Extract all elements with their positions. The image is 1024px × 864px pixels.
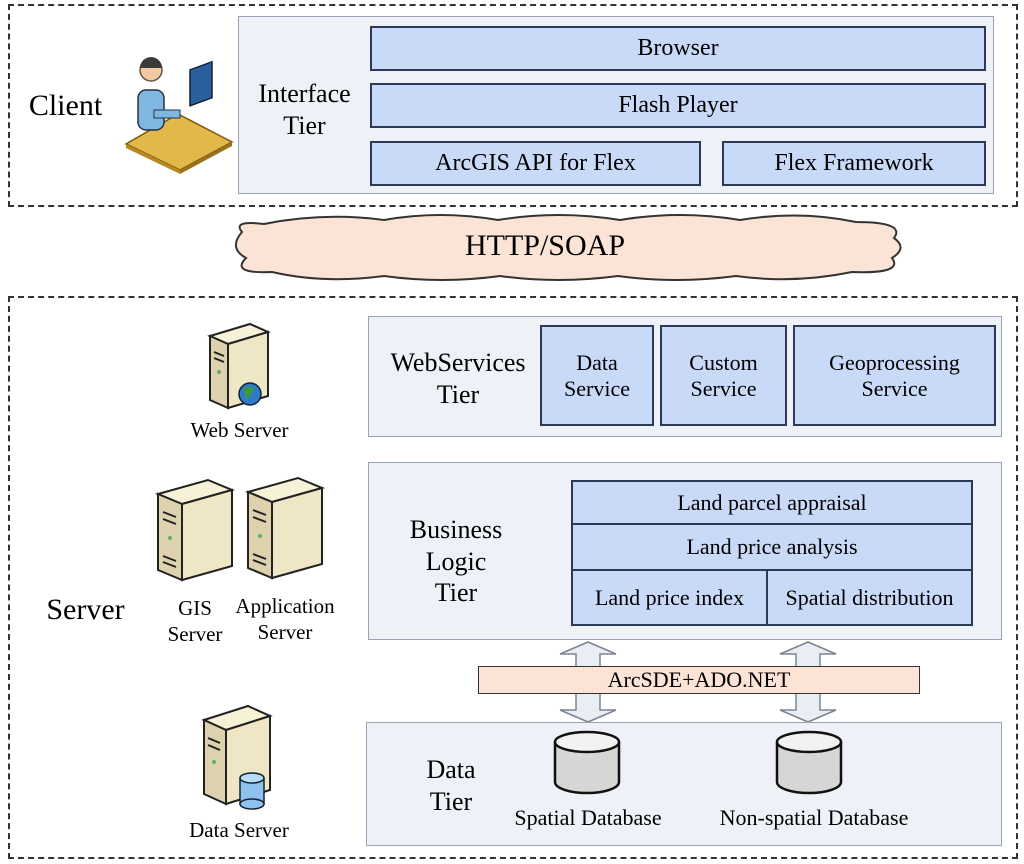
web-server-label: Web Server xyxy=(190,418,289,442)
application-server-icon xyxy=(244,476,326,580)
spatial-database-label: Spatial Database xyxy=(514,805,662,830)
geoprocessing-service-box: Geoprocessing Service xyxy=(793,325,996,426)
gis-server-icon xyxy=(154,478,236,582)
gis-server-label: GIS Server xyxy=(167,596,223,646)
arcsde-ado-net-bar: ArcSDE+ADO.NET xyxy=(478,666,920,694)
data-server-icon xyxy=(201,704,273,810)
land-price-index-box: Land price index xyxy=(571,569,768,626)
user-at-computer-icon xyxy=(124,57,234,174)
spatial-database-icon xyxy=(553,730,621,795)
http-soap-label: HTTP/SOAP xyxy=(464,229,626,262)
non-spatial-database-icon xyxy=(775,730,843,795)
data-server-label: Data Server xyxy=(189,818,289,842)
client-region xyxy=(8,4,1018,207)
non-spatial-database-label: Non-spatial Database xyxy=(719,805,909,830)
land-price-analysis-box: Land price analysis xyxy=(571,523,973,571)
client-label: Client xyxy=(28,89,103,122)
web-server-icon xyxy=(207,322,271,410)
business-logic-tier-label: Business Logic Tier xyxy=(409,515,503,608)
server-label: Server xyxy=(46,593,125,626)
data-service-box: Data Service xyxy=(540,325,654,426)
interface-tier-label: Interface Tier xyxy=(258,79,351,140)
land-parcel-appraisal-box: Land parcel appraisal xyxy=(571,480,973,525)
arcgis-api-flex-box: ArcGIS API for Flex xyxy=(370,141,701,186)
flash-player-box: Flash Player xyxy=(370,83,986,128)
http-soap-cloud xyxy=(235,214,902,281)
custom-service-box: Custom Service xyxy=(660,325,787,426)
webservices-tier-label: WebServices Tier xyxy=(390,348,526,409)
application-server-label: Application Server xyxy=(235,594,335,644)
flex-framework-box: Flex Framework xyxy=(722,141,986,186)
browser-box: Browser xyxy=(370,26,986,71)
data-tier-panel xyxy=(366,722,1002,846)
server-region xyxy=(8,296,1018,859)
spatial-distribution-box: Spatial distribution xyxy=(766,569,973,626)
data-tier-label: Data Tier xyxy=(426,755,476,816)
